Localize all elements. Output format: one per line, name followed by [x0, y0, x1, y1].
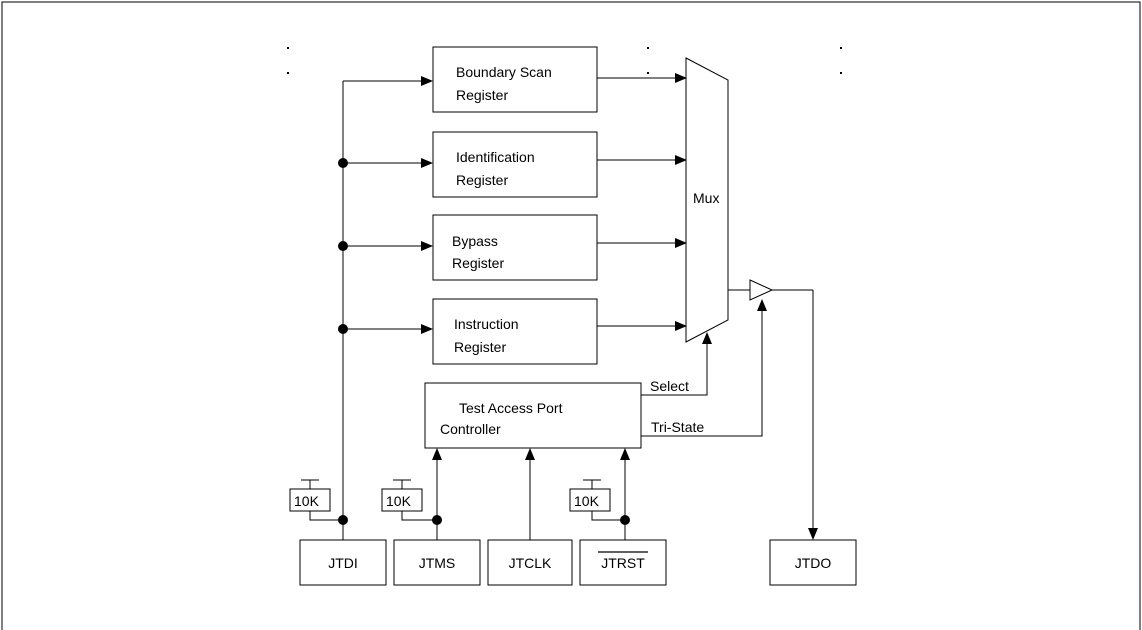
instruction-register-label-1: Instruction [454, 316, 519, 332]
jtdo-pin-box [769, 539, 857, 586]
boundary-scan-register-label-1: Boundary Scan [456, 64, 552, 80]
jtdo-pin-label: JTDO [795, 555, 832, 571]
jtdi-bus [342, 76, 433, 520]
instruction-register-box [432, 298, 598, 365]
boundary-scan-register-label-2: Register [456, 87, 508, 103]
bypass-register-box [432, 214, 598, 281]
register-to-mux-lines [597, 73, 687, 331]
select-signal-label: Select [650, 378, 689, 394]
tristate-signal-label: Tri-State [651, 419, 704, 435]
pullup-resistor-jtms: 10K [381, 479, 437, 521]
jtrst-pin-label: JTRST [601, 555, 645, 571]
jtdi-pin-box [299, 539, 387, 586]
stray-dots [287, 47, 842, 74]
mux-label: Mux [693, 190, 719, 206]
jtclk-pin-box [487, 539, 573, 586]
jtms-pin-box [393, 539, 481, 586]
jtdi-pin-label: JTDI [328, 555, 358, 571]
identification-register-label-2: Register [456, 172, 508, 188]
identification-register-box [432, 131, 598, 198]
tristate-buffer-icon [749, 279, 774, 301]
control-lines [641, 299, 767, 437]
jtdi-bus-junctions [338, 158, 348, 334]
tap-controller-label-1: Test Access Port [459, 400, 563, 416]
pullup-resistor-jtrst: 10K [569, 479, 625, 521]
pin-junctions [338, 515, 630, 525]
resistor-label-jtrst: 10K [574, 493, 600, 509]
resistor-label-jtms: 10K [386, 493, 412, 509]
instruction-register-label-2: Register [454, 339, 506, 355]
bypass-register-label-1: Bypass [452, 233, 498, 249]
pullup-resistor-jtdi: 10K [289, 479, 343, 521]
jtrst-pin-box [579, 539, 667, 586]
bypass-register-label-2: Register [452, 255, 504, 271]
jtms-pin-label: JTMS [419, 555, 456, 571]
tap-controller-label-2: Controller [440, 421, 501, 437]
boundary-scan-register-box [432, 46, 598, 113]
mux-output-lines [728, 289, 818, 540]
jtclk-pin-label: JTCLK [509, 555, 552, 571]
identification-register-label-1: Identification [456, 149, 535, 165]
mux-shape [685, 57, 729, 343]
resistor-label-jtdi: 10K [294, 493, 320, 509]
